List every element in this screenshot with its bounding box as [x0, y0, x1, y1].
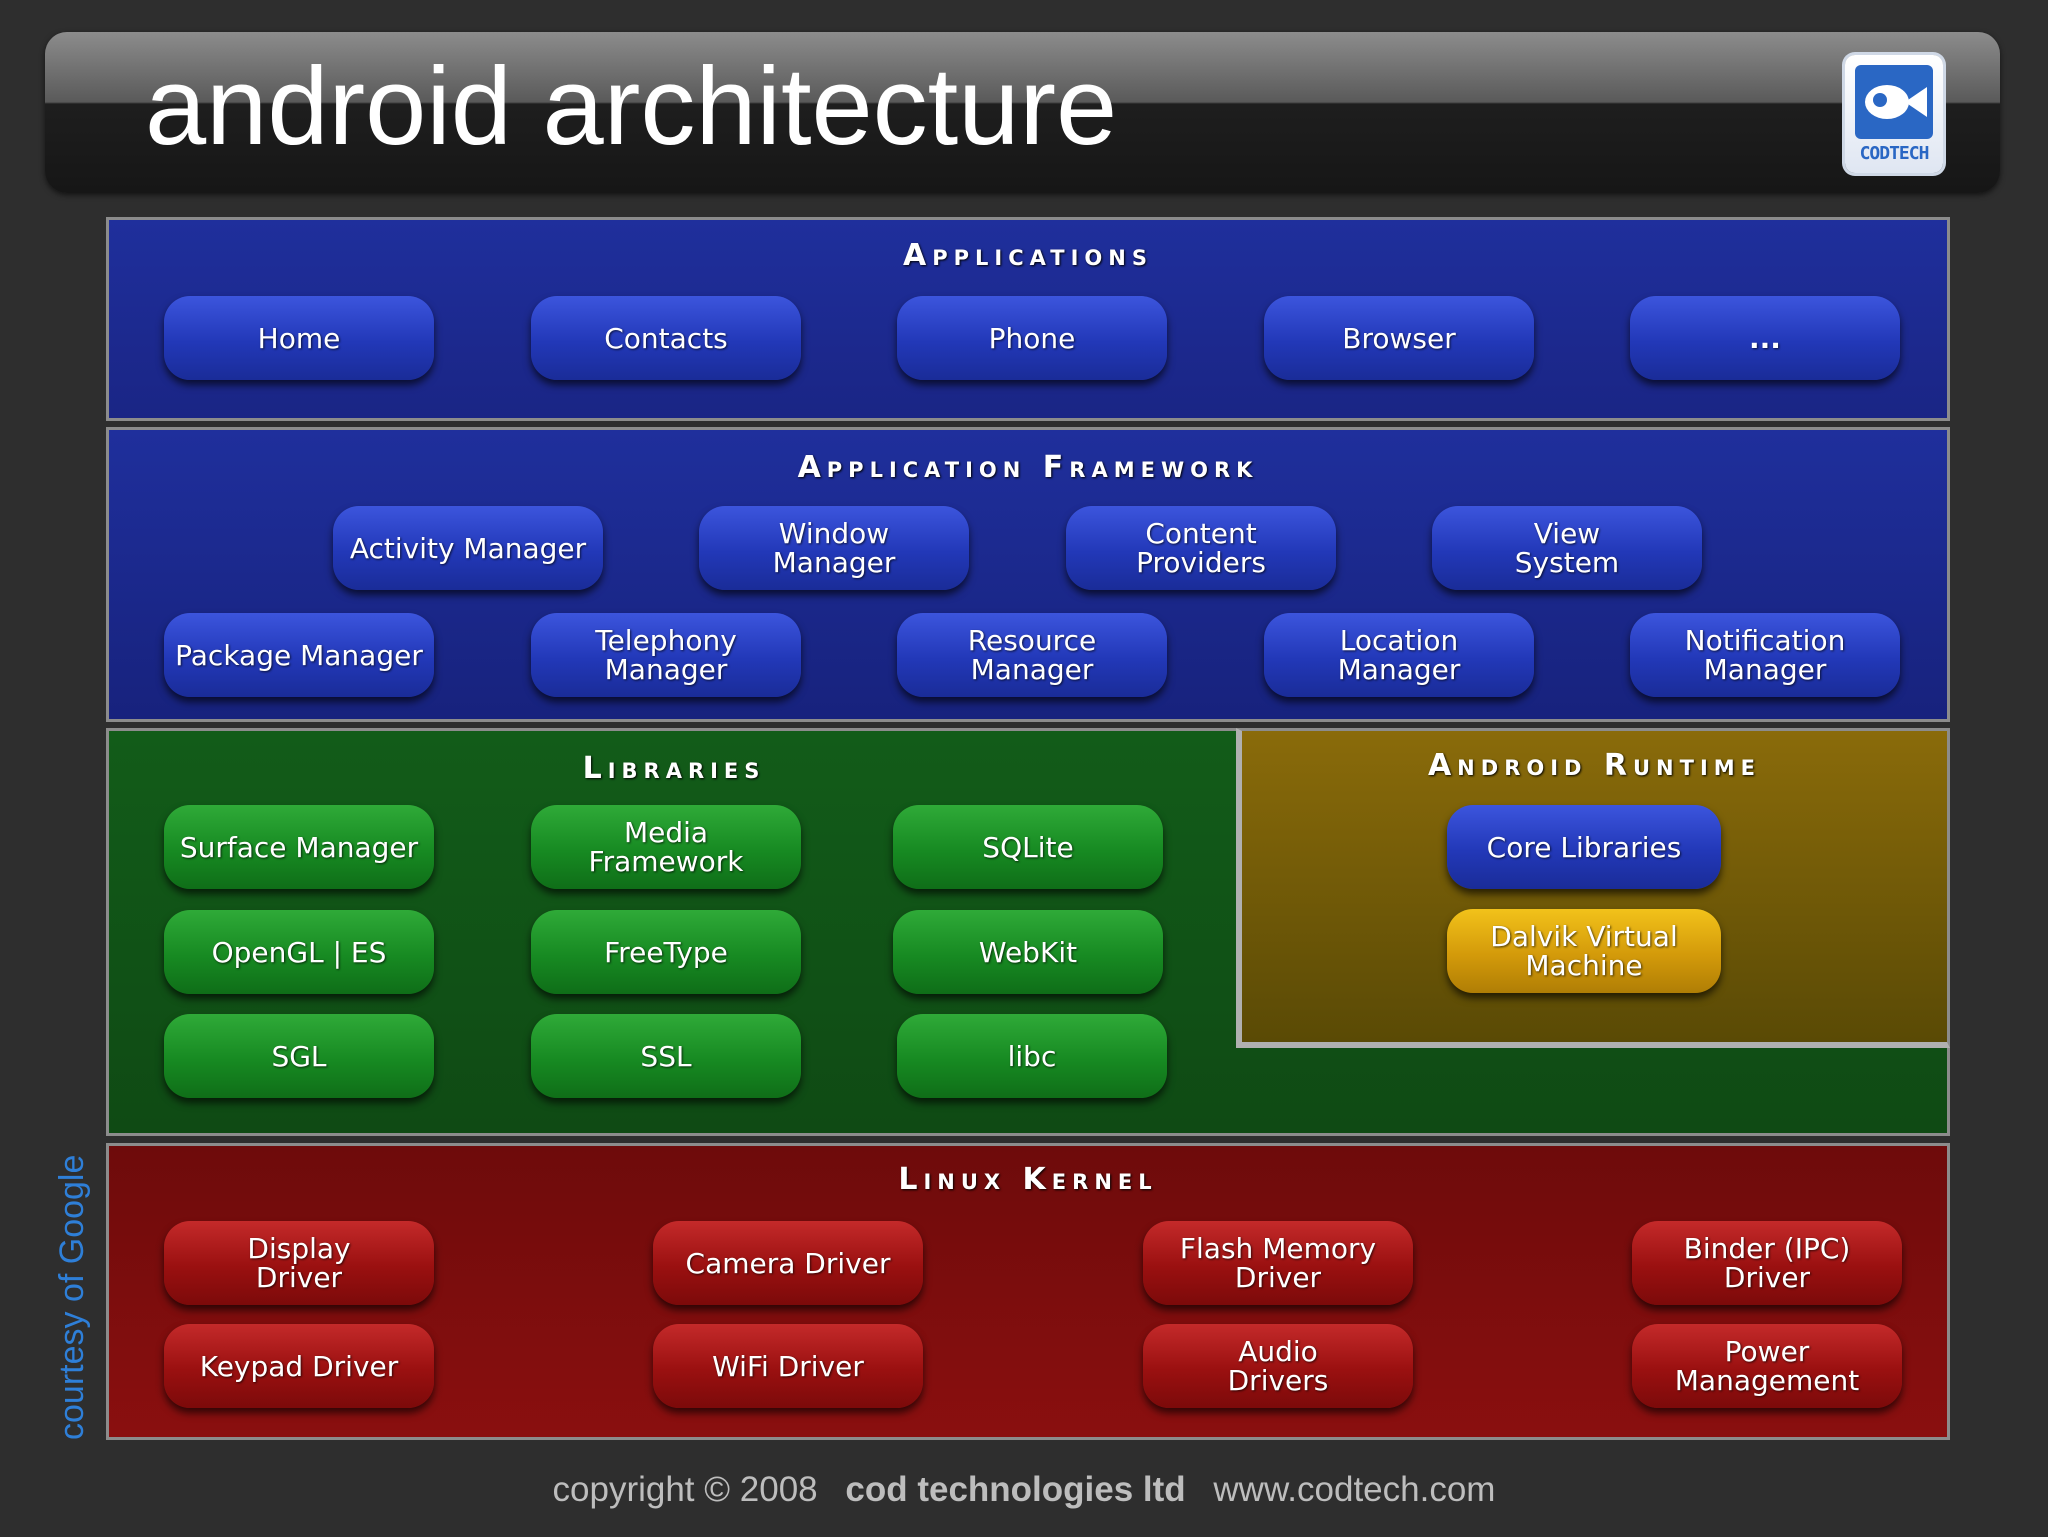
fw-window-manager: Window Manager — [699, 506, 969, 590]
k-display-driver: Display Driver — [164, 1221, 434, 1305]
fw-content-providers: Content Providers — [1066, 506, 1336, 590]
app-more: ... — [1630, 296, 1900, 380]
courtesy-text: courtesy of Google — [53, 1154, 91, 1440]
k-flash-memory-driver: Flash Memory Driver — [1143, 1221, 1413, 1305]
lib-webkit: WebKit — [893, 910, 1163, 994]
app-phone: Phone — [897, 296, 1167, 380]
lib-media-framework: Media Framework — [531, 805, 801, 889]
framework-title: Application Framework — [797, 450, 1259, 485]
rt-dalvik-vm: Dalvik Virtual Machine — [1447, 909, 1721, 993]
k-binder-ipc-driver: Binder (IPC) Driver — [1632, 1221, 1902, 1305]
fw-notification-manager: Notification Manager — [1630, 613, 1900, 697]
fish-icon — [1855, 65, 1933, 139]
lib-surface-manager: Surface Manager — [164, 805, 434, 889]
lib-sqlite: SQLite — [893, 805, 1163, 889]
page-title: android architecture — [145, 45, 1118, 168]
fw-telephony-manager: Telephony Manager — [531, 613, 801, 697]
app-browser: Browser — [1264, 296, 1534, 380]
lib-ssl: SSL — [531, 1014, 801, 1098]
runtime-title: Android Runtime — [1427, 748, 1762, 783]
k-power-management: Power Management — [1632, 1324, 1902, 1408]
logo-text: CODTECH — [1859, 143, 1930, 164]
libraries-title: Libraries — [582, 751, 766, 786]
rt-core-libraries: Core Libraries — [1447, 805, 1721, 889]
footer-company: cod technologies ltd — [845, 1470, 1186, 1509]
lib-sgl: SGL — [164, 1014, 434, 1098]
k-camera-driver: Camera Driver — [653, 1221, 923, 1305]
fw-package-manager: Package Manager — [164, 613, 434, 697]
k-wifi-driver: WiFi Driver — [653, 1324, 923, 1408]
fw-view-system: View System — [1432, 506, 1702, 590]
footer: copyright © 2008 cod technologies ltd ww… — [0, 1470, 2048, 1510]
k-keypad-driver: Keypad Driver — [164, 1324, 434, 1408]
app-home: Home — [164, 296, 434, 380]
kernel-title: Linux Kernel — [898, 1162, 1158, 1197]
lib-libc: libc — [897, 1014, 1167, 1098]
title-bar — [45, 32, 2000, 193]
lib-opengl-es: OpenGL | ES — [164, 910, 434, 994]
footer-copyright: copyright © 2008 — [552, 1470, 818, 1509]
fw-location-manager: Location Manager — [1264, 613, 1534, 697]
fw-activity-manager: Activity Manager — [333, 506, 603, 590]
fw-resource-manager: Resource Manager — [897, 613, 1167, 697]
footer-website: www.codtech.com — [1213, 1470, 1496, 1509]
codtech-logo: CODTECH — [1845, 55, 1943, 173]
k-audio-drivers: Audio Drivers — [1143, 1324, 1413, 1408]
lib-freetype: FreeType — [531, 910, 801, 994]
app-contacts: Contacts — [531, 296, 801, 380]
applications-title: Applications — [903, 238, 1153, 273]
